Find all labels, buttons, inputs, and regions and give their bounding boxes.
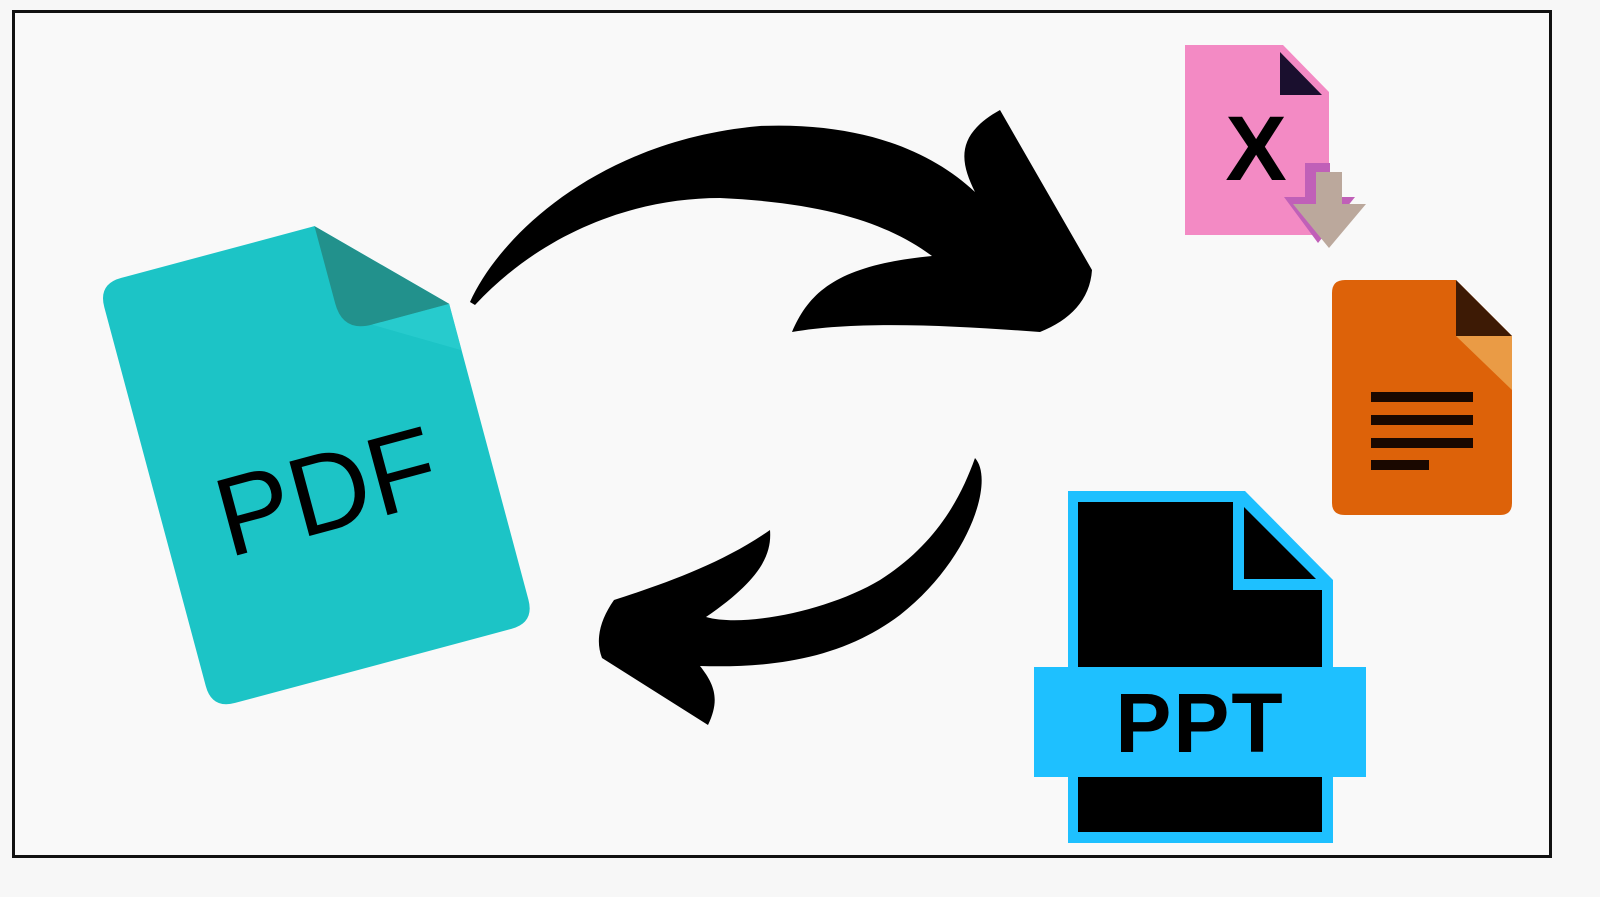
doc-line-1 [1371,392,1473,402]
doc-line-4 [1371,460,1429,470]
pdf-file-icon: PDF [103,226,530,705]
pdf-fold-shadow [371,303,462,351]
doc-fold-shadow [1456,336,1512,390]
download-arrow-front [1293,172,1366,248]
excel-fold [1280,52,1322,95]
pdf-page [103,226,530,705]
excel-label: X [1225,98,1286,200]
excel-file-icon: X [1185,45,1366,248]
convert-back-arrow [598,458,982,725]
document-file-icon [1332,280,1512,515]
doc-fold [1456,280,1512,336]
ppt-label: PPT [1115,676,1284,770]
ppt-fold [1244,507,1316,579]
ppt-file-icon: PPT [1034,491,1366,843]
convert-forward-arrow [470,110,1092,332]
pdf-fold [314,226,450,327]
doc-line-2 [1371,415,1473,425]
doc-line-3 [1371,438,1473,448]
ppt-label-band [1034,667,1366,777]
